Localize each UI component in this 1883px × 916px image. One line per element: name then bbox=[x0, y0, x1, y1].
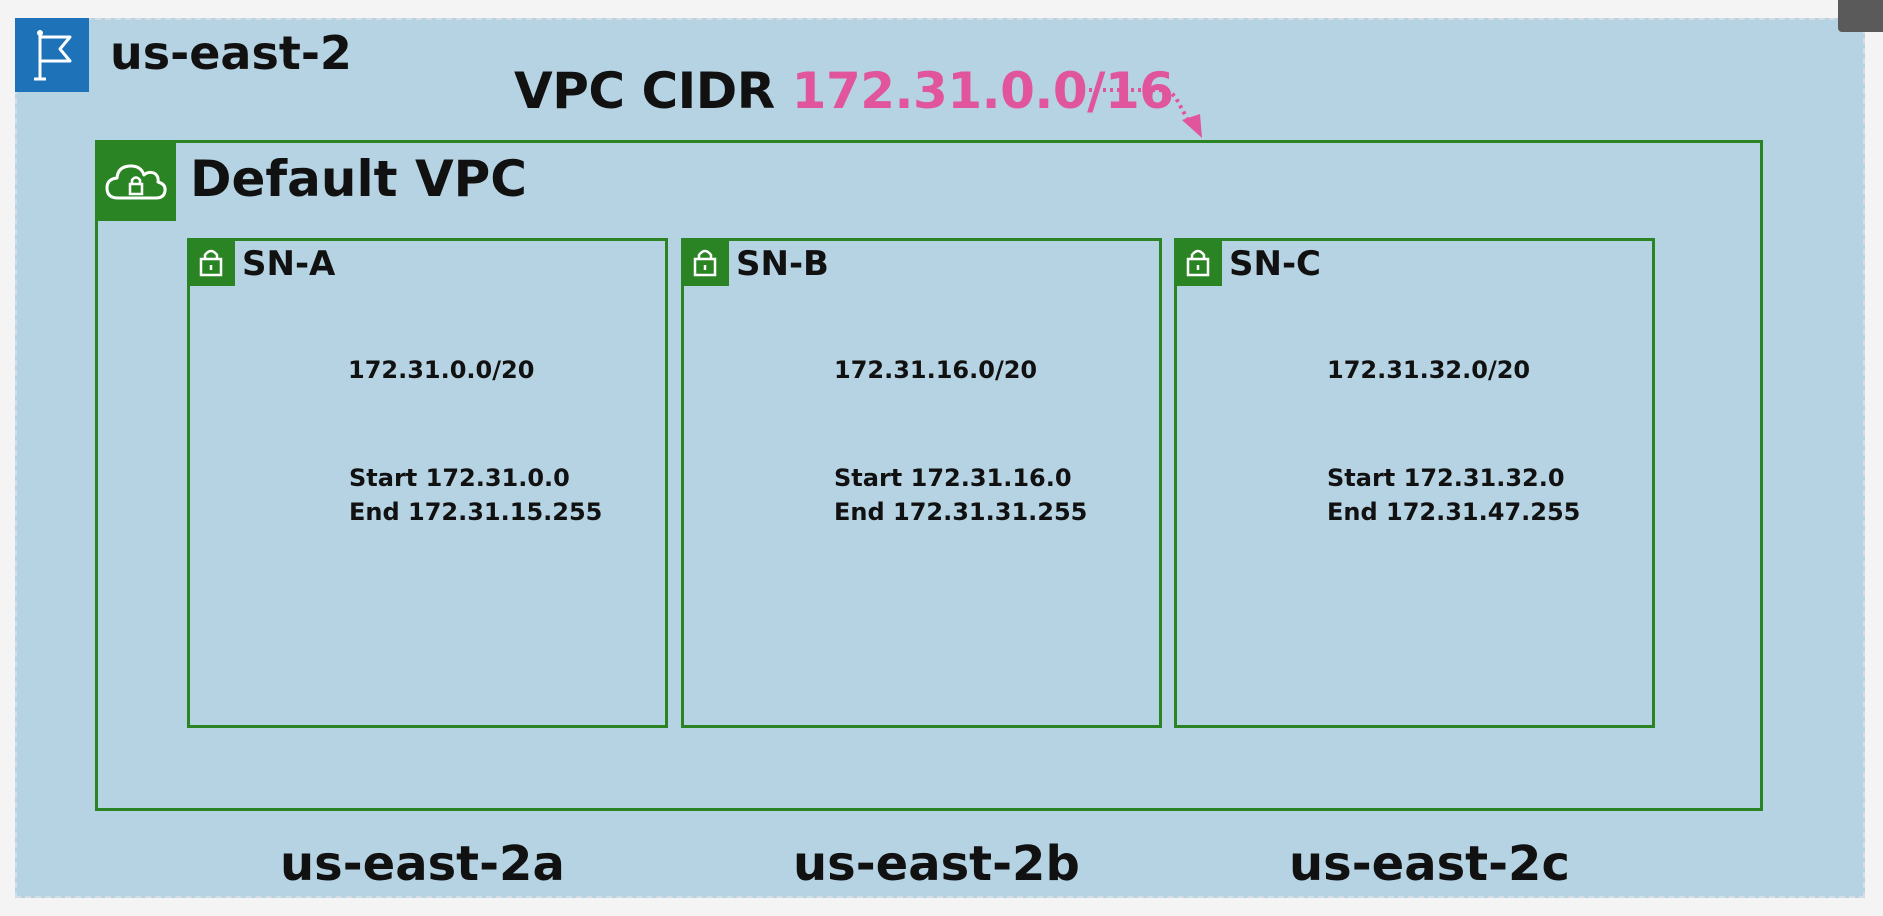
subnet-c-title: SN-C bbox=[1229, 244, 1322, 284]
subnet-a-start: Start 172.31.0.0 bbox=[349, 464, 570, 492]
subnet-c-range: Start 172.31.32.0 End 172.31.47.255 bbox=[1327, 461, 1580, 529]
cloud-lock-icon bbox=[95, 140, 176, 221]
subnet-b-end: End 172.31.31.255 bbox=[834, 498, 1088, 526]
subnet-b-start: Start 172.31.16.0 bbox=[834, 464, 1072, 492]
vpc-title: Default VPC bbox=[190, 150, 527, 208]
subnet-c-box bbox=[1174, 238, 1655, 728]
subnet-c-cidr: 172.31.32.0/20 bbox=[1327, 356, 1531, 384]
flag-icon bbox=[15, 18, 89, 92]
default-vpc-box bbox=[95, 140, 1763, 811]
region-title: us-east-2 bbox=[110, 26, 352, 80]
vpc-cidr-label: VPC CIDR bbox=[514, 62, 775, 120]
subnet-a-range: Start 172.31.0.0 End 172.31.15.255 bbox=[349, 461, 602, 529]
subnet-c-start: Start 172.31.32.0 bbox=[1327, 464, 1565, 492]
az-label-a: us-east-2a bbox=[280, 836, 565, 892]
subnet-b-cidr: 172.31.16.0/20 bbox=[834, 356, 1038, 384]
lock-icon bbox=[681, 238, 729, 286]
subnet-c-end: End 172.31.47.255 bbox=[1327, 498, 1581, 526]
az-label-c: us-east-2c bbox=[1289, 836, 1570, 892]
subnet-a-end: End 172.31.15.255 bbox=[349, 498, 603, 526]
region-container bbox=[15, 18, 1865, 898]
lock-icon bbox=[187, 238, 235, 286]
az-label-b: us-east-2b bbox=[793, 836, 1080, 892]
vpc-cidr-heading: VPC CIDR 172.31.0.0/16 bbox=[514, 62, 1174, 120]
subnet-a-box bbox=[187, 238, 668, 728]
subnet-b-box bbox=[681, 238, 1162, 728]
subnet-a-title: SN-A bbox=[242, 244, 336, 284]
subnet-b-title: SN-B bbox=[736, 244, 829, 284]
corner-button[interactable] bbox=[1838, 0, 1883, 32]
lock-icon bbox=[1174, 238, 1222, 286]
subnet-b-range: Start 172.31.16.0 End 172.31.31.255 bbox=[834, 461, 1087, 529]
cidr-arrow bbox=[1082, 88, 1202, 138]
subnet-a-cidr: 172.31.0.0/20 bbox=[348, 356, 535, 384]
